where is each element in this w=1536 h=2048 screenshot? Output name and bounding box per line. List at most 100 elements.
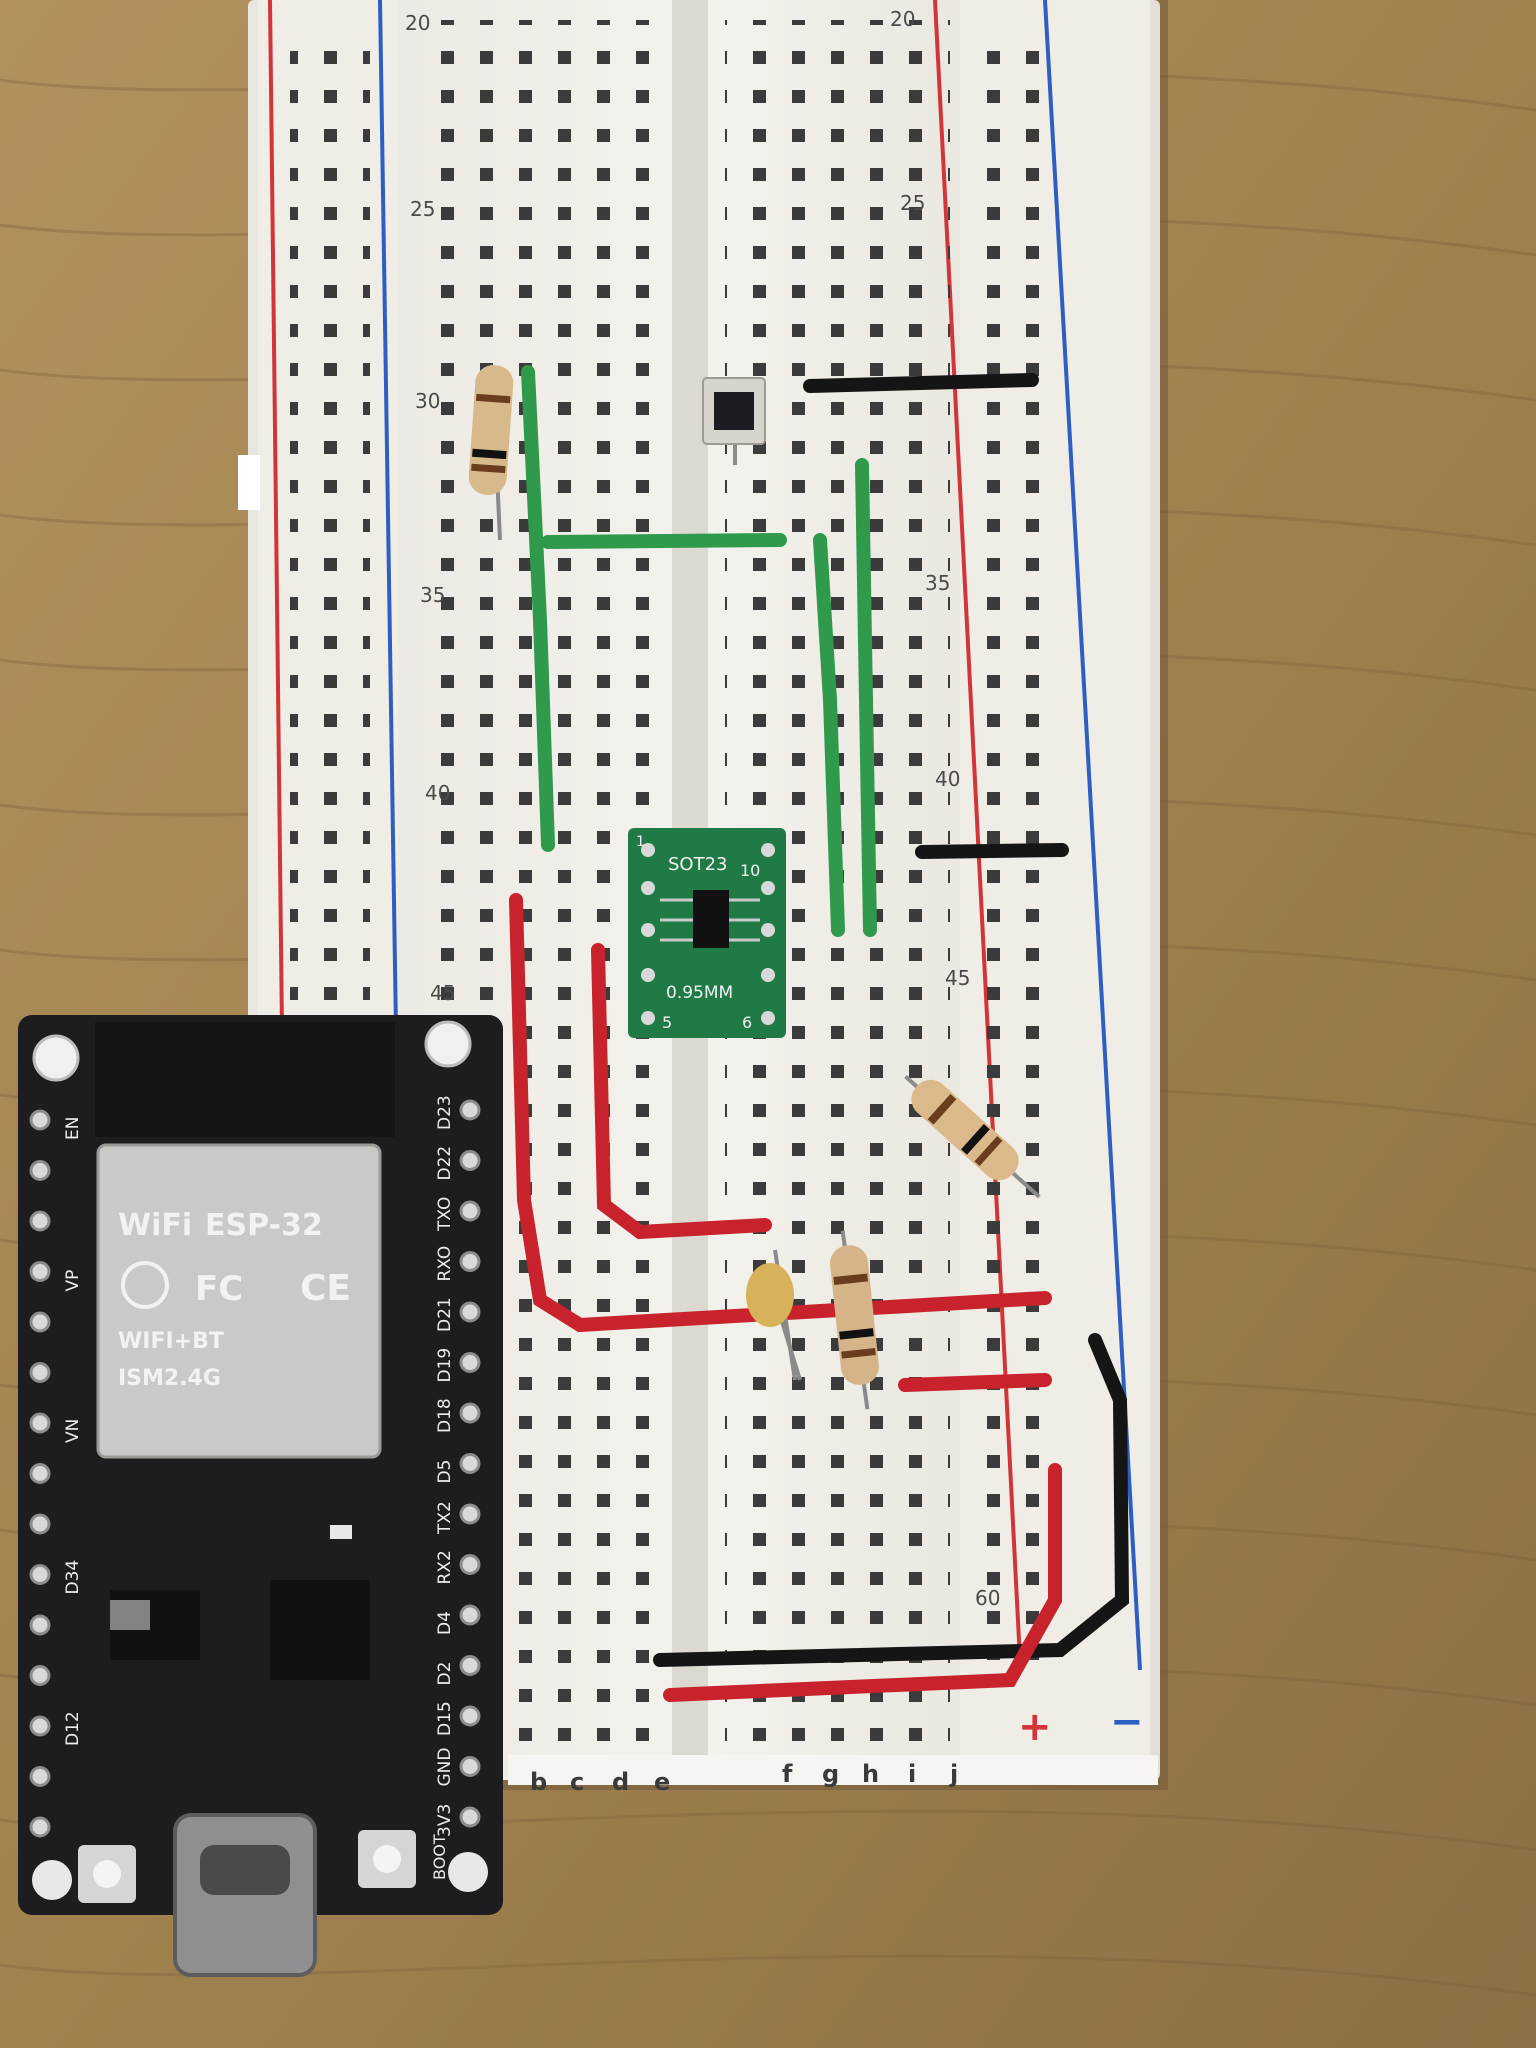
header-pin bbox=[459, 1705, 481, 1727]
photodiode-sensor bbox=[702, 377, 766, 465]
mount-hole-tr bbox=[424, 1020, 472, 1068]
right-pin-header: D23D22TXORXOD21D19D18D5TX2RX2D4D2D15GND3… bbox=[435, 1095, 481, 1837]
red-wire-rail bbox=[898, 1373, 1052, 1392]
breakout-label-5: 5 bbox=[662, 1013, 672, 1032]
crystal bbox=[110, 1600, 150, 1630]
rail-plus-label: + bbox=[1018, 1704, 1052, 1750]
bottom-edge bbox=[508, 1755, 1158, 1785]
pin-label: D22 bbox=[435, 1146, 455, 1181]
pin-label: D21 bbox=[435, 1297, 455, 1332]
breakout-label-10: 10 bbox=[740, 861, 760, 880]
green-wire-vertical-mid bbox=[813, 533, 845, 937]
green-wire-horizontal bbox=[541, 533, 787, 549]
header-pin bbox=[29, 1311, 51, 1333]
col-j: j bbox=[949, 1760, 958, 1788]
header-pin bbox=[29, 1261, 51, 1282]
ceramic-capacitor bbox=[746, 1249, 802, 1381]
pin-label: D18 bbox=[435, 1398, 455, 1433]
cert-logo-icon bbox=[121, 1261, 169, 1309]
col-b: b bbox=[530, 1768, 547, 1796]
row-number-labels: 20 20 25 25 30 35 35 40 40 45 45 60 bbox=[405, 7, 1000, 1610]
pin-label: EN bbox=[63, 1117, 83, 1140]
status-led bbox=[330, 1525, 352, 1539]
mount-hole-br bbox=[448, 1852, 488, 1892]
header-pin bbox=[29, 1614, 51, 1636]
pin-label: D5 bbox=[435, 1460, 455, 1484]
resistor-top-left bbox=[468, 364, 514, 541]
row-40-left: 40 bbox=[425, 781, 450, 805]
row-40-right: 40 bbox=[935, 767, 960, 791]
pin-label: D23 bbox=[435, 1095, 455, 1130]
header-pin bbox=[29, 1412, 51, 1434]
pin-label: 3V3 bbox=[435, 1804, 455, 1837]
header-pin bbox=[459, 1150, 481, 1171]
header-pin bbox=[29, 1210, 51, 1232]
header-pin bbox=[459, 1554, 481, 1575]
breakout-label-sot23: SOT23 bbox=[668, 854, 728, 875]
left-rail-holes bbox=[290, 40, 370, 1030]
row-20-right: 20 bbox=[890, 7, 915, 31]
pin-label: GND bbox=[435, 1748, 455, 1787]
green-wire-vertical-right bbox=[855, 458, 877, 937]
header-pin bbox=[459, 1200, 481, 1222]
resistor-bottom bbox=[830, 1230, 879, 1410]
boot-button-cap[interactable] bbox=[373, 1845, 401, 1873]
rail-minus-label: − bbox=[1110, 1699, 1144, 1745]
red-wires bbox=[509, 893, 1062, 1702]
header-pin bbox=[459, 1806, 481, 1828]
black-wire-middle bbox=[915, 843, 1069, 859]
row-20-left: 20 bbox=[405, 11, 430, 35]
col-i: i bbox=[908, 1760, 916, 1788]
col-d: d bbox=[612, 1768, 629, 1796]
row-25-left: 25 bbox=[410, 197, 435, 221]
column-letters: b c d e f g h i j + − bbox=[530, 1699, 1144, 1796]
pin-label: TXO bbox=[435, 1197, 455, 1232]
esp32-shield bbox=[96, 1143, 382, 1459]
header-pin bbox=[29, 1816, 51, 1838]
header-pin bbox=[459, 1251, 481, 1272]
resistor-right bbox=[904, 1074, 1041, 1199]
breakout-label-1: 1 bbox=[636, 834, 645, 850]
header-pin bbox=[459, 1756, 481, 1777]
col-g: g bbox=[822, 1760, 839, 1788]
row-60-right: 60 bbox=[975, 1586, 1000, 1610]
row-35-left: 35 bbox=[420, 583, 445, 607]
header-pin bbox=[29, 1715, 51, 1737]
pin-label: D34 bbox=[63, 1560, 83, 1595]
mount-hole-bl bbox=[32, 1860, 72, 1900]
en-button-cap[interactable] bbox=[93, 1860, 121, 1888]
col-h: h bbox=[862, 1760, 879, 1788]
row-30-left: 30 bbox=[415, 389, 440, 413]
pin-label: RXO bbox=[435, 1246, 455, 1282]
header-pin bbox=[459, 1301, 481, 1323]
pin-label: D2 bbox=[435, 1662, 455, 1686]
red-wire-bottom bbox=[663, 1463, 1062, 1702]
row-45-right: 45 bbox=[945, 966, 970, 990]
header-pin bbox=[459, 1503, 481, 1525]
header-pin bbox=[29, 1766, 51, 1787]
header-pin bbox=[29, 1564, 51, 1585]
header-pin bbox=[459, 1655, 481, 1676]
header-pin bbox=[29, 1513, 51, 1535]
mount-hole-tl bbox=[32, 1034, 80, 1082]
header-pin bbox=[29, 1109, 51, 1131]
col-c: c bbox=[570, 1768, 584, 1796]
breakout-label-6: 6 bbox=[742, 1013, 752, 1032]
usb-c-opening bbox=[200, 1845, 290, 1895]
boot-label: BOOT bbox=[430, 1834, 449, 1880]
esp32-module-text: ESP-32 bbox=[205, 1208, 323, 1243]
black-wire-top bbox=[803, 373, 1039, 393]
pin-label: VN bbox=[63, 1419, 83, 1443]
pin-label: D4 bbox=[435, 1611, 455, 1635]
red-wire-long bbox=[509, 893, 1052, 1333]
header-pin bbox=[459, 1352, 481, 1373]
shield-markings: WiFi ESP-32 FC CE WIFI+BT ISM2.4G bbox=[118, 1208, 351, 1391]
header-pin bbox=[29, 1463, 51, 1484]
row-35-right: 35 bbox=[925, 571, 950, 595]
header-pin bbox=[29, 1362, 51, 1383]
ce-mark: CE bbox=[300, 1268, 351, 1309]
usb-serial-chip bbox=[270, 1580, 370, 1680]
fc-mark: FC bbox=[195, 1269, 243, 1309]
row-45-left: 45 bbox=[430, 981, 455, 1005]
